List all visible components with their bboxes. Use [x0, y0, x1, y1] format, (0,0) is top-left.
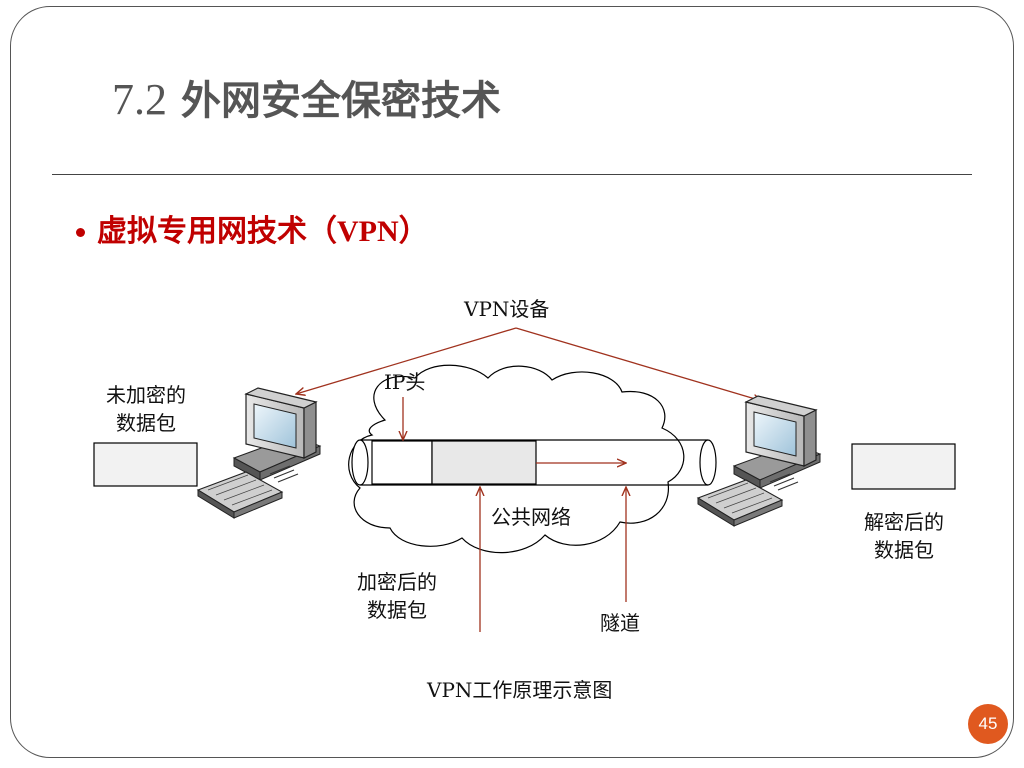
- slide-frame: [10, 6, 1014, 758]
- title-divider: [52, 174, 972, 175]
- bullet-dot-icon: [76, 228, 85, 237]
- encrypted-label-line1: 加密后的: [357, 570, 437, 594]
- unencrypted-packet-box: [93, 442, 198, 487]
- decrypted-label-line1: 解密后的: [864, 510, 944, 534]
- unencrypted-packet-label: 未加密的 数据包: [96, 381, 196, 437]
- ip-header-block: [371, 440, 433, 485]
- tunnel-label: 隧道: [600, 611, 640, 635]
- tunnel-left-end: [351, 439, 369, 486]
- encrypted-label-line2: 数据包: [367, 598, 427, 622]
- tunnel-cylinder: [360, 439, 708, 486]
- unencrypted-label-line2: 数据包: [116, 411, 176, 435]
- encrypted-packet-block: [431, 440, 537, 485]
- bullet-text: 虚拟专用网技术（: [97, 214, 337, 249]
- title-text: 外网安全保密技术: [181, 78, 501, 124]
- encrypted-packet-label: 加密后的 数据包: [342, 568, 452, 624]
- decrypted-label-line2: 数据包: [874, 538, 934, 562]
- computer-icon-right: [696, 395, 822, 527]
- ip-header-label: IP头: [384, 370, 426, 394]
- diagram-caption: VPN工作原理示意图: [427, 678, 613, 702]
- decrypted-packet-box: [851, 443, 956, 490]
- bullet-close: ）: [398, 214, 429, 249]
- public-network-label: 公共网络: [491, 505, 571, 529]
- vpn-device-label: VPN设备: [464, 297, 550, 321]
- unencrypted-label-line1: 未加密的: [106, 383, 186, 407]
- vpn-device-arrow-right: [515, 327, 762, 401]
- title-number: 7.2: [112, 75, 167, 124]
- slide-title: 7.2 外网安全保密技术: [112, 78, 501, 122]
- page-number-badge: 45: [968, 704, 1008, 744]
- decrypted-packet-label: 解密后的 数据包: [846, 508, 962, 564]
- computer-icon-left: [196, 387, 322, 519]
- bullet-vpn: VPN: [337, 215, 399, 248]
- tunnel-right-end: [699, 439, 717, 486]
- bullet-item: 虚拟专用网技术（VPN）: [76, 206, 429, 250]
- vpn-device-arrow-left: [296, 327, 517, 394]
